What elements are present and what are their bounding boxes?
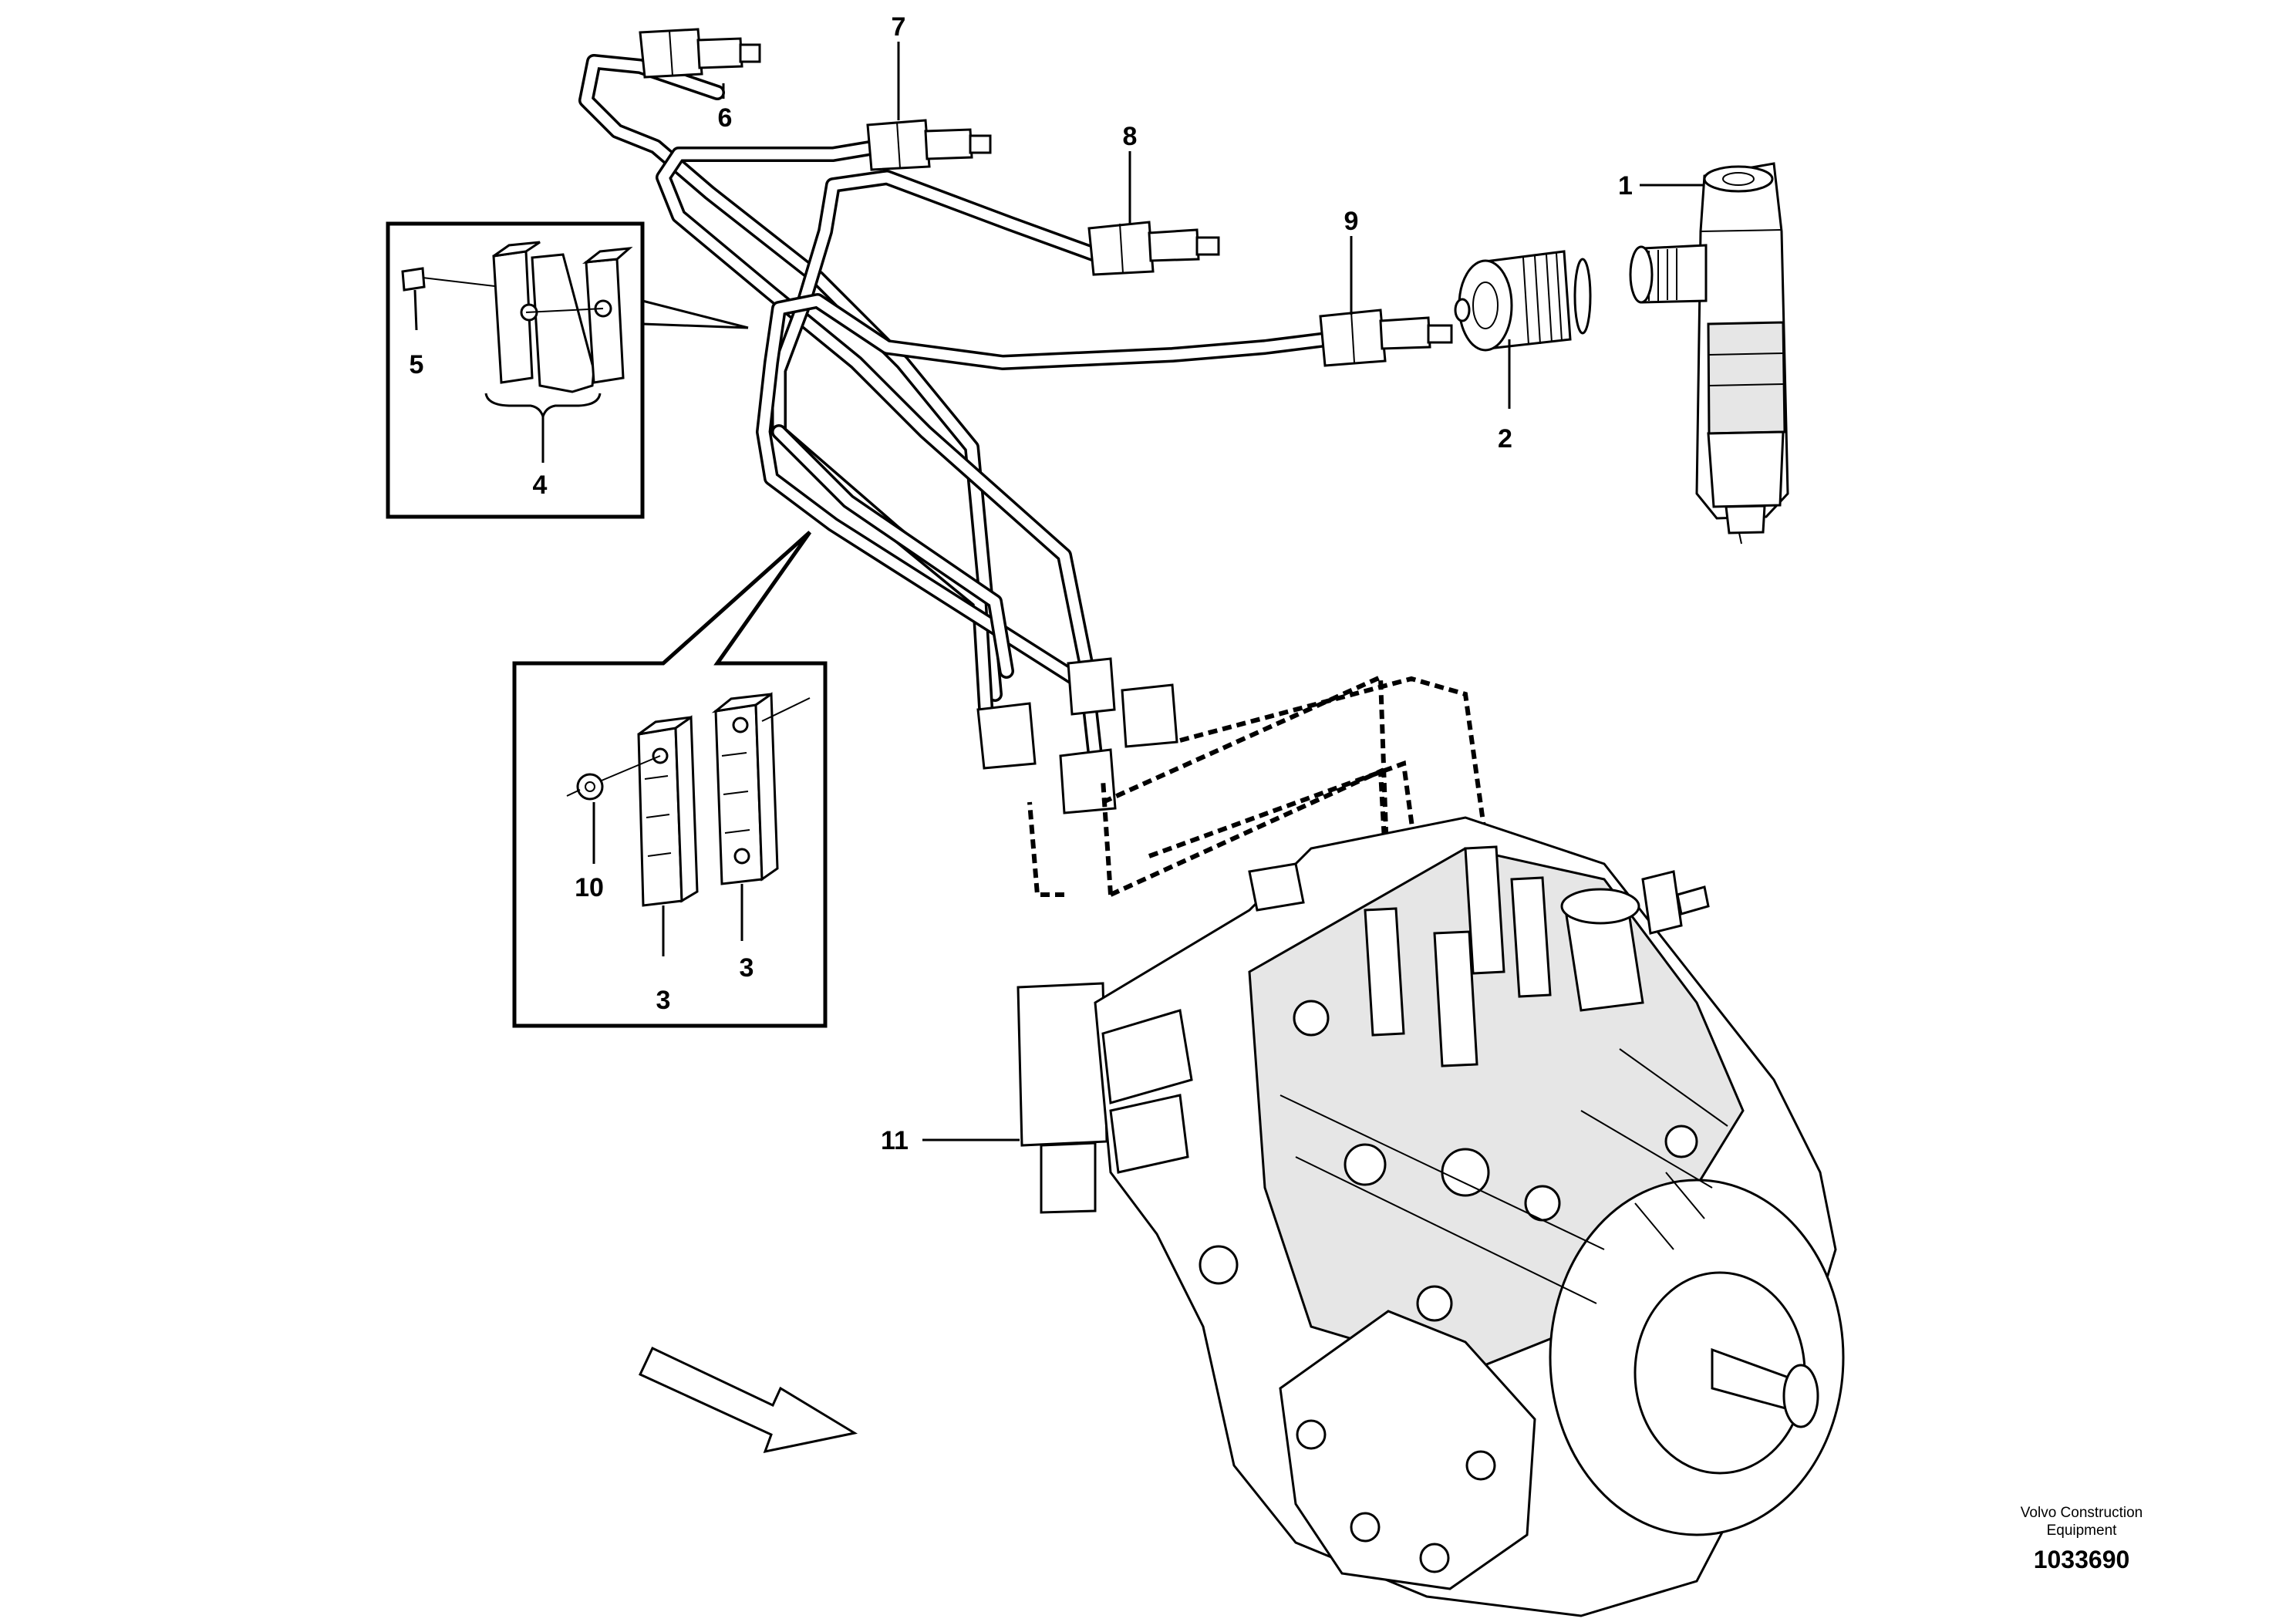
high-pressure-pipes [578,54,1334,764]
pipe-nut-8 [1087,221,1220,276]
callout-8: 8 [1123,122,1138,151]
pipe-nut-9 [1319,309,1453,367]
callout-10: 10 [575,873,604,902]
leader-lines [722,42,1703,1141]
dashed-connection-lines [1027,673,1487,899]
callout-5: 5 [410,350,424,379]
company-name-line-1: Volvo Construction [2020,1505,2143,1521]
callout-3-right: 3 [740,953,754,983]
drawing-number: 1033690 [2033,1546,2130,1573]
seal-ring-part [1454,250,1592,352]
callout-9: 9 [1344,207,1359,236]
callout-7: 7 [892,12,906,42]
injector-part [1629,162,1789,545]
clamp-inset-upper [386,221,749,519]
callout-2: 2 [1498,424,1512,454]
pipe-nuts-pump-side [976,657,1178,814]
drawing-footer: Volvo Construction Equipment 1033690 [1958,1504,2205,1574]
pipe-nut-6 [639,28,761,79]
injection-pump-part [1017,816,1845,1617]
callout-labels: 1 2 3 3 4 5 6 7 8 9 10 11 [410,12,1633,1155]
callout-11: 11 [881,1126,909,1155]
callout-3-left: 3 [656,986,671,1015]
clamp-inset-lower [512,531,828,1028]
callout-1: 1 [1618,171,1633,201]
callout-4: 4 [533,470,548,500]
direction-arrow [638,1346,858,1454]
pipe-nut-7 [866,119,992,171]
company-name-line-2: Equipment [2046,1523,2117,1539]
callout-6: 6 [718,103,733,133]
